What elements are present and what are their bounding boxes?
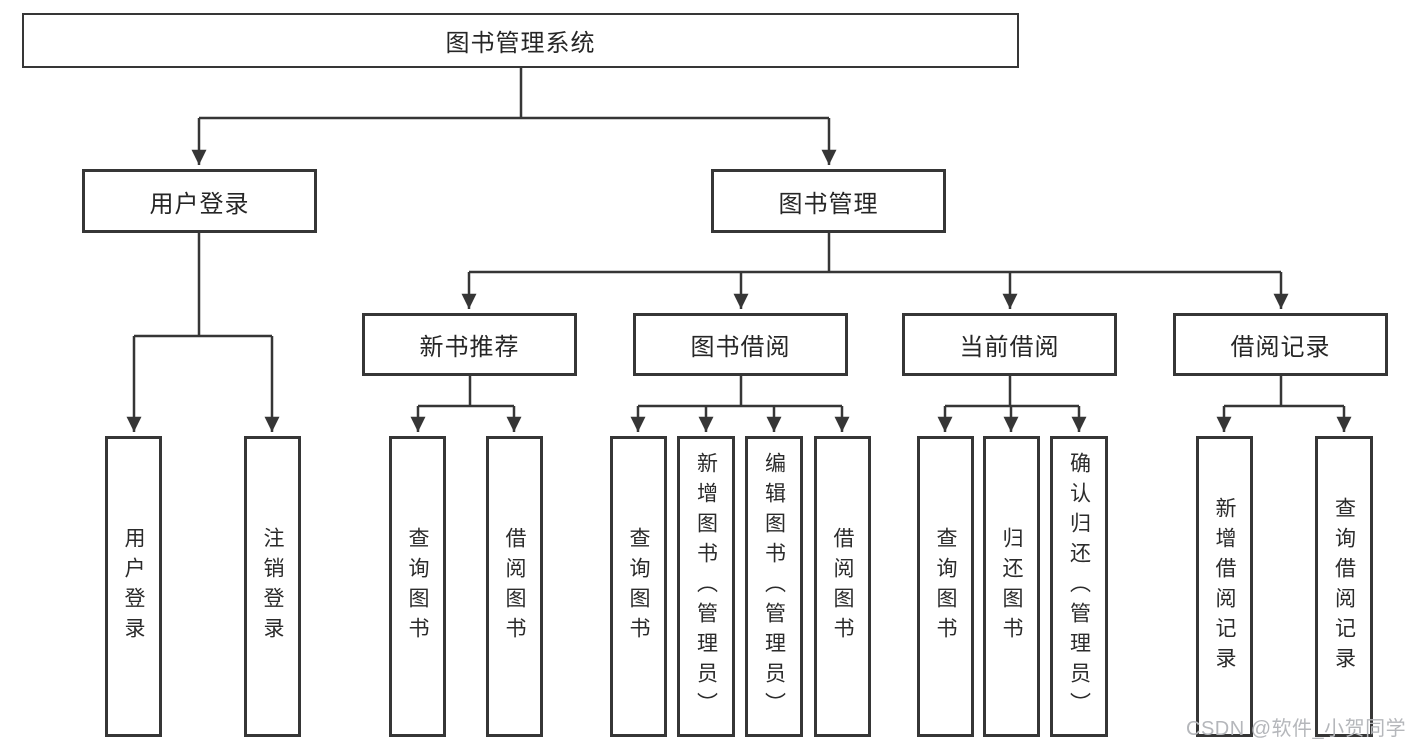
node-label: 注销登录: [261, 526, 284, 647]
connector-root-trunk: [199, 68, 829, 120]
node-label: 借阅记录: [1230, 334, 1331, 361]
node-book-management: 图书管理: [711, 169, 946, 233]
node-label: 查询图书: [934, 526, 957, 647]
connector-user-login-trunk: [134, 233, 272, 338]
leaf-bb-add-books-admin: 新增图书（管理员）: [677, 436, 735, 737]
node-label: 归还图书: [1000, 526, 1023, 647]
connector-book-borrow-trunk: [638, 376, 842, 408]
node-label: 新增图书（管理员）: [694, 451, 718, 722]
node-label: 图书借阅: [690, 334, 791, 361]
leaf-cb-confirm-return-admin: 确认归还（管理员）: [1050, 436, 1108, 737]
leaf-user-login: 用户登录: [105, 436, 162, 737]
node-label: 新增借阅记录: [1213, 496, 1236, 677]
node-label: 当前借阅: [959, 334, 1060, 361]
leaf-bb-borrow-books: 借阅图书: [814, 436, 871, 737]
node-user-login: 用户登录: [82, 169, 317, 233]
node-label: 图书管理系统: [445, 30, 596, 57]
connector-book-management-trunk: [469, 233, 1281, 274]
node-label: 查询图书: [627, 526, 650, 647]
node-book-borrow: 图书借阅: [633, 313, 848, 376]
leaf-br-query-record: 查询借阅记录: [1315, 436, 1373, 737]
node-label: 借阅图书: [831, 526, 854, 647]
node-label: 用户登录: [122, 526, 145, 647]
leaf-cb-query-books: 查询图书: [917, 436, 974, 737]
node-label: 查询图书: [406, 526, 429, 647]
connector-new-book-trunk: [418, 376, 514, 408]
watermark: CSDN @软件_小贺同学: [1186, 718, 1405, 740]
connector-current-borrow-trunk: [945, 376, 1079, 408]
node-current-borrow: 当前借阅: [902, 313, 1117, 376]
node-label: 查询借阅记录: [1332, 496, 1356, 677]
leaf-br-add-record: 新增借阅记录: [1196, 436, 1253, 737]
node-new-book-recommend: 新书推荐: [362, 313, 577, 376]
node-label: 图书管理: [778, 190, 879, 218]
leaf-logout: 注销登录: [244, 436, 301, 737]
leaf-nb-borrow-books: 借阅图书: [486, 436, 543, 737]
node-borrow-records: 借阅记录: [1173, 313, 1388, 376]
node-label: 借阅图书: [503, 526, 526, 647]
leaf-bb-edit-books-admin: 编辑图书（管理员）: [745, 436, 803, 737]
connector-borrow-records-trunk: [1224, 376, 1344, 408]
node-label: 新书推荐: [419, 334, 520, 361]
node-label: 确认归还（管理员）: [1067, 451, 1091, 722]
node-library-management-system: 图书管理系统: [22, 13, 1019, 68]
node-label: 编辑图书（管理员）: [762, 451, 786, 722]
node-label: 用户登录: [149, 190, 250, 218]
leaf-nb-query-books: 查询图书: [389, 436, 446, 737]
leaf-bb-query-books: 查询图书: [610, 436, 667, 737]
leaf-cb-return-books: 归还图书: [983, 436, 1040, 737]
